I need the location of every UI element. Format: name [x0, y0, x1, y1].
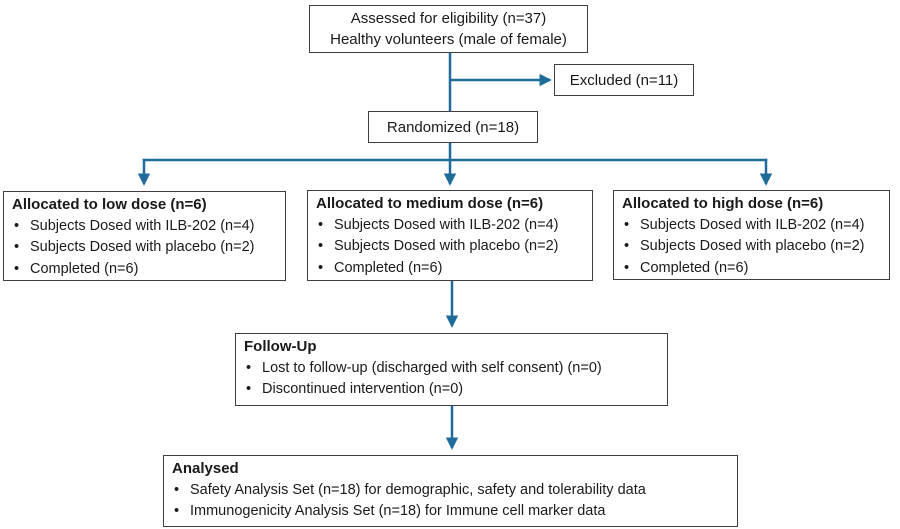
- low-dose-title: Allocated to low dose (n=6): [12, 196, 207, 213]
- randomized-box: Randomized (n=18): [368, 111, 538, 143]
- list-item: Completed (n=6): [614, 258, 885, 280]
- list-item: Subjects Dosed with ILB-202 (n=4): [614, 215, 885, 237]
- list-item: Discontinued intervention (n=0): [236, 379, 663, 401]
- eligibility-line2: Healthy volunteers (male of female): [330, 31, 567, 48]
- list-item: Lost to follow-up (discharged with self …: [236, 358, 663, 380]
- eligibility-box: Assessed for eligibility (n=37) Healthy …: [309, 5, 588, 53]
- eligibility-line1: Assessed for eligibility (n=37): [350, 10, 547, 27]
- list-item: Completed (n=6): [308, 258, 588, 280]
- list-item: Subjects Dosed with placebo (n=2): [4, 237, 281, 259]
- randomized-label: Randomized (n=18): [386, 118, 520, 136]
- excluded-label: Excluded (n=11): [569, 71, 679, 89]
- list-item: Safety Analysis Set (n=18) for demograph…: [164, 480, 733, 502]
- low-dose-box: Allocated to low dose (n=6) Subjects Dos…: [3, 191, 286, 281]
- high-dose-title: Allocated to high dose (n=6): [622, 195, 824, 212]
- follow-up-box: Follow-Up Lost to follow-up (discharged …: [235, 333, 668, 406]
- analysed-box: Analysed Safety Analysis Set (n=18) for …: [163, 455, 738, 527]
- low-dose-list: Subjects Dosed with ILB-202 (n=4) Subjec…: [4, 216, 285, 281]
- high-dose-list: Subjects Dosed with ILB-202 (n=4) Subjec…: [614, 215, 889, 280]
- high-dose-box: Allocated to high dose (n=6) Subjects Do…: [613, 190, 890, 280]
- analysed-list: Safety Analysis Set (n=18) for demograph…: [164, 480, 737, 523]
- analysed-title: Analysed: [172, 460, 239, 477]
- list-item: Completed (n=6): [4, 259, 281, 281]
- follow-up-list: Lost to follow-up (discharged with self …: [236, 358, 667, 401]
- list-item: Immunogenicity Analysis Set (n=18) for I…: [164, 501, 733, 523]
- medium-dose-title: Allocated to medium dose (n=6): [316, 195, 544, 212]
- medium-dose-box: Allocated to medium dose (n=6) Subjects …: [307, 190, 593, 281]
- list-item: Subjects Dosed with placebo (n=2): [614, 236, 885, 258]
- follow-up-title: Follow-Up: [244, 338, 317, 355]
- list-item: Subjects Dosed with ILB-202 (n=4): [4, 216, 281, 238]
- medium-dose-list: Subjects Dosed with ILB-202 (n=4) Subjec…: [308, 215, 592, 280]
- list-item: Subjects Dosed with ILB-202 (n=4): [308, 215, 588, 237]
- excluded-box: Excluded (n=11): [554, 64, 694, 96]
- list-item: Subjects Dosed with placebo (n=2): [308, 236, 588, 258]
